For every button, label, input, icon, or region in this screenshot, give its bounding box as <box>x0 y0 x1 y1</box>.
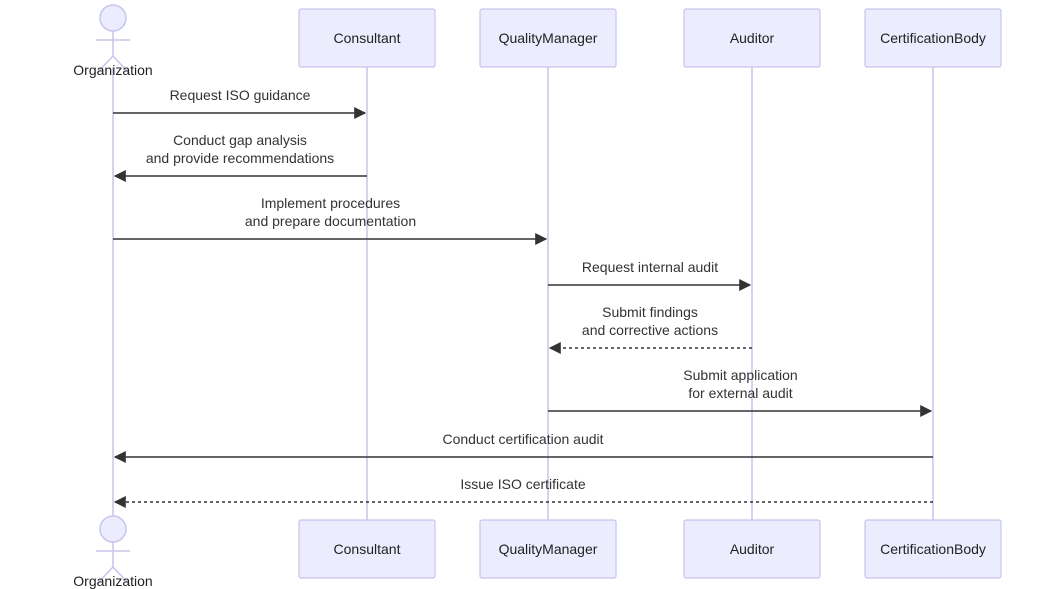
participant-auditor-bottom: Auditor <box>683 519 821 579</box>
message-8: Issue ISO certificate <box>113 476 933 508</box>
message-label: Conduct certification audit <box>442 431 603 447</box>
message-label: Request ISO guidance <box>170 87 311 103</box>
message-2: Conduct gap analysis and provide recommen… <box>113 132 367 182</box>
participant-quality-manager-bottom: QualityManager <box>479 519 617 579</box>
participant-box <box>683 519 821 579</box>
message-3: Implement procedures and prepare document… <box>113 195 548 245</box>
participant-box <box>864 8 1002 68</box>
participant-auditor-top: Auditor <box>683 8 821 68</box>
message-label: for external audit <box>688 385 792 401</box>
message-1: Request ISO guidance <box>113 87 367 119</box>
message-label: and provide recommendations <box>146 150 334 166</box>
participant-label: QualityManager <box>499 541 598 557</box>
participant-box <box>298 8 436 68</box>
message-7: Conduct certification audit <box>113 431 933 463</box>
participant-label: CertificationBody <box>880 541 986 557</box>
actor-organization-top: Organization <box>73 4 153 78</box>
participant-label: Consultant <box>334 541 401 557</box>
message-label: Request internal audit <box>582 259 718 275</box>
message-label: and prepare documentation <box>245 213 416 229</box>
participant-consultant-bottom: Consultant <box>298 519 436 579</box>
participant-label: Auditor <box>730 30 775 46</box>
participant-label: Organization <box>73 62 152 78</box>
participant-box <box>298 519 436 579</box>
participant-label: Organization <box>73 573 152 589</box>
participant-label: Auditor <box>730 541 775 557</box>
message-label: Submit application <box>683 367 797 383</box>
message-label: Submit findings <box>602 304 698 320</box>
message-6: Submit application for external audit <box>548 367 933 417</box>
participant-box <box>479 8 617 68</box>
message-label: Conduct gap analysis <box>173 132 307 148</box>
actor-organization-bottom: Organization <box>73 515 153 589</box>
participant-box <box>683 8 821 68</box>
participant-box <box>864 519 1002 579</box>
actor-head <box>99 4 127 32</box>
participant-label: Consultant <box>334 30 401 46</box>
message-label: Issue ISO certificate <box>460 476 585 492</box>
participant-certification-body-bottom: CertificationBody <box>864 519 1002 579</box>
participant-certification-body-top: CertificationBody <box>864 8 1002 68</box>
participant-consultant-top: Consultant <box>298 8 436 68</box>
participant-label: CertificationBody <box>880 30 986 46</box>
message-4: Request internal audit <box>548 259 752 291</box>
actor-head <box>99 515 127 543</box>
message-label: Implement procedures <box>261 195 400 211</box>
message-5: Submit findings and corrective actions <box>548 304 752 354</box>
message-label: and corrective actions <box>582 322 718 338</box>
actor-legs <box>96 565 130 585</box>
actor-legs <box>96 54 130 74</box>
participant-label: QualityManager <box>499 30 598 46</box>
participant-quality-manager-top: QualityManager <box>479 8 617 68</box>
participant-box <box>479 519 617 579</box>
